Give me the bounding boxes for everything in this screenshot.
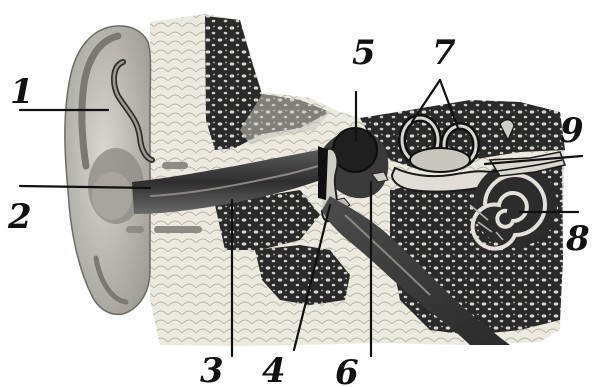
label-1: 1 xyxy=(10,72,34,112)
label-7: 7 xyxy=(432,33,456,73)
label-3: 3 xyxy=(200,351,224,387)
label-2: 2 xyxy=(7,197,32,237)
pinna xyxy=(65,26,152,314)
label-6: 6 xyxy=(335,353,359,387)
label-8: 8 xyxy=(565,219,590,259)
label-5: 5 xyxy=(352,33,376,73)
label-9: 9 xyxy=(560,111,584,151)
label-4: 4 xyxy=(262,351,286,387)
